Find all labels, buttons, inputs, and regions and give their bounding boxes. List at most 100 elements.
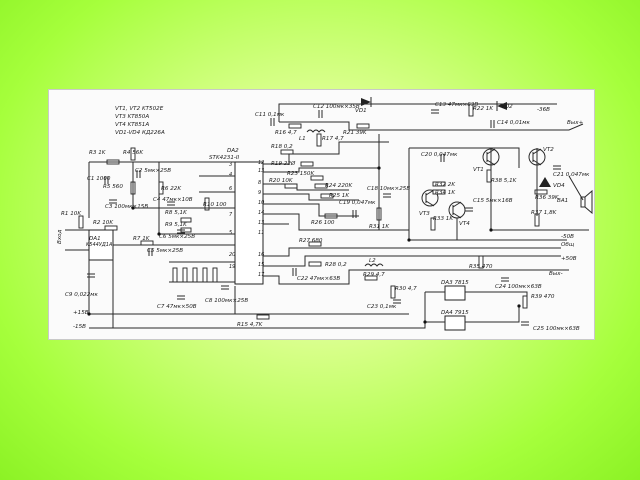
pin-label: 16 xyxy=(258,252,264,258)
svg-text:R8 5,1K: R8 5,1K xyxy=(165,210,188,216)
resistors: R3 1K R4 56K R5 560 R6 22K R8 5,1K R9 5,… xyxy=(61,103,560,328)
svg-text:C1 1000: C1 1000 xyxy=(87,176,111,182)
svg-text:R25 1K: R25 1K xyxy=(329,193,350,199)
pin-label: 3 xyxy=(229,162,232,168)
legend-line: VT1, VT2 KT502E xyxy=(115,106,164,112)
svg-text:C20 0,047мк: C20 0,047мк xyxy=(421,152,458,158)
svg-text:C4 47мк×10В: C4 47мк×10В xyxy=(153,197,193,203)
rail-m15: -15В xyxy=(73,324,86,330)
input-label: Вход xyxy=(57,229,63,244)
pin-label: 17 xyxy=(258,272,265,278)
svg-text:R6 22K: R6 22K xyxy=(161,186,182,192)
svg-text:C9 0,022мк: C9 0,022мк xyxy=(65,292,98,298)
svg-text:R38 5,1K: R38 5,1K xyxy=(491,178,518,184)
svg-text:R18 0,2: R18 0,2 xyxy=(271,144,293,150)
transistor-vt1: VT1 xyxy=(473,148,500,173)
svg-text:C2 5мк×25В: C2 5мк×25В xyxy=(135,168,171,174)
svg-text:DA3 7815: DA3 7815 xyxy=(441,280,469,286)
legend-line: VD1-VD4 КД226А xyxy=(115,130,165,136)
svg-text:R26 100: R26 100 xyxy=(311,220,335,226)
svg-text:R39 470: R39 470 xyxy=(531,294,555,300)
legend-line: VT3 KT850A xyxy=(115,114,149,120)
svg-text:C15 5мк×16В: C15 5мк×16В xyxy=(473,198,513,204)
svg-text:VT4: VT4 xyxy=(459,221,470,227)
svg-text:R27 680: R27 680 xyxy=(299,238,323,244)
ic-da2: DA2 STK4231-II 3 4 6 7 5 20 19 12 13 8 9… xyxy=(209,148,265,285)
rail-out-plus: Вых+ xyxy=(567,120,584,126)
svg-text:R2 10K: R2 10K xyxy=(93,220,114,226)
pin-label: 7 xyxy=(229,212,233,218)
pin-label: 6 xyxy=(229,186,232,192)
wires xyxy=(65,103,589,329)
rail-m50: -50В xyxy=(561,234,574,240)
transistor-legend: VT1, VT2 KT502E VT3 KT850A VT4 KT851A VD… xyxy=(115,106,165,136)
svg-text:R15 4,7K: R15 4,7K xyxy=(237,322,264,328)
svg-text:R5 560: R5 560 xyxy=(103,184,123,190)
transistor-vt4: VT4 xyxy=(448,201,470,227)
pin-label: 11 xyxy=(258,230,264,236)
ic-da1: DA1 K544УД1А xyxy=(86,229,114,261)
svg-text:R31 1K: R31 1K xyxy=(369,224,390,230)
pin-label: 12 xyxy=(258,160,264,166)
svg-text:C19 0,047мк: C19 0,047мк xyxy=(339,200,376,206)
legend-line: VT4 KT851A xyxy=(115,122,149,128)
ic-da4: DA4 7915 xyxy=(441,310,469,331)
ic-label: DA2 xyxy=(227,148,239,154)
svg-text:R17 4,7: R17 4,7 xyxy=(322,136,344,142)
svg-text:C3 100мк×15В: C3 100мк×15В xyxy=(105,204,148,210)
svg-text:R3 1K: R3 1K xyxy=(89,150,107,156)
svg-text:VT1: VT1 xyxy=(473,167,484,173)
svg-text:R9 5,1K: R9 5,1K xyxy=(165,222,188,228)
svg-text:DA1: DA1 xyxy=(89,236,101,242)
svg-text:C18 10мк×25В: C18 10мк×25В xyxy=(367,186,410,192)
svg-text:R37 1,8K: R37 1,8K xyxy=(531,210,558,216)
svg-text:R28 0,2: R28 0,2 xyxy=(325,262,347,268)
transistor-vt2: VT2 xyxy=(528,147,554,166)
svg-text:R20 10K: R20 10K xyxy=(269,178,294,184)
ic-part: STK4231-II xyxy=(209,155,240,161)
svg-text:DA4 7915: DA4 7915 xyxy=(441,310,469,316)
svg-text:C11 0,1мк: C11 0,1мк xyxy=(255,112,285,118)
rail-p50: +50В xyxy=(561,256,577,262)
svg-text:C12 100мк×35В: C12 100мк×35В xyxy=(313,104,360,110)
svg-text:R30 4,7: R30 4,7 xyxy=(395,286,417,292)
svg-text:R34 1K: R34 1K xyxy=(435,190,456,196)
pin-label: 9 xyxy=(258,190,261,196)
svg-text:R22 1K: R22 1K xyxy=(473,106,494,112)
pin-label: 4 xyxy=(229,172,232,178)
svg-text:R4 56K: R4 56K xyxy=(123,150,144,156)
svg-text:L2: L2 xyxy=(369,258,376,264)
capacitors: C1 1000 C2 5мк×25В C3 100мк×15В C4 47мк×… xyxy=(65,102,590,332)
svg-text:R7 1K: R7 1K xyxy=(133,236,151,242)
svg-text:C23 0,1мк: C23 0,1мк xyxy=(367,304,397,310)
svg-text:R33 1K: R33 1K xyxy=(433,216,454,222)
svg-text:VT3: VT3 xyxy=(419,211,430,217)
pin-label: 13 xyxy=(258,168,264,174)
svg-text:L1: L1 xyxy=(299,136,306,142)
rail-common: Общ xyxy=(561,242,574,248)
svg-text:C25 100мк×63В: C25 100мк×63В xyxy=(533,326,580,332)
svg-text:C22 47мк×63В: C22 47мк×63В xyxy=(297,276,340,282)
svg-text:R36 39K: R36 39K xyxy=(535,195,560,201)
pin-label: 15 xyxy=(258,262,264,268)
transistor-vt3: VT3 xyxy=(419,189,439,217)
rail-labels: -36В Вых+ -50В Общ +50В Вых- +15В -15В В… xyxy=(57,107,584,330)
diode-vd4: VD4 xyxy=(539,177,565,189)
svg-text:C7 47мк×50В: C7 47мк×50В xyxy=(157,304,197,310)
svg-text:R23 150K: R23 150K xyxy=(287,171,315,177)
ic-da3: DA3 7815 xyxy=(441,280,469,301)
svg-text:R32 2K: R32 2K xyxy=(435,182,456,188)
rail-p15: +15В xyxy=(73,310,89,316)
pin-label: 19 xyxy=(229,264,235,270)
svg-text:R21 39K: R21 39K xyxy=(343,130,368,136)
diode-vd2: VD2 xyxy=(496,101,513,111)
svg-text:BA1: BA1 xyxy=(557,198,568,204)
svg-text:VD2: VD2 xyxy=(501,104,513,110)
svg-text:R29 4,7: R29 4,7 xyxy=(363,272,385,278)
svg-text:K544УД1А: K544УД1А xyxy=(86,242,113,248)
speaker-ba1: BA1 xyxy=(557,189,593,215)
svg-text:VT2: VT2 xyxy=(543,147,554,153)
rail-out-minus: Вых- xyxy=(549,271,563,277)
pin-label: 14 xyxy=(258,210,264,216)
